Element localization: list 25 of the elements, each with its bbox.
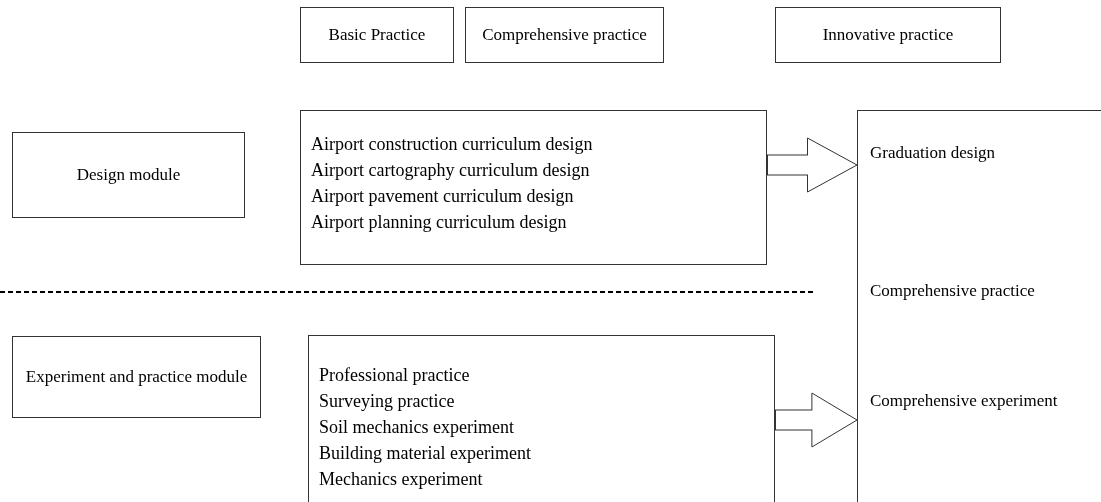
list-item: Graduation design: [870, 142, 997, 164]
list-item: Soil mechanics experiment: [319, 416, 515, 439]
list-item: Surveying practice: [319, 390, 456, 413]
list-item: Building material experiment: [319, 442, 532, 465]
column-header: [465, 7, 664, 63]
box-label: Experiment and practice module: [24, 367, 249, 387]
list-item: Comprehensive experiment: [870, 390, 1059, 412]
list-item: Airport construction curriculum design: [311, 133, 594, 156]
list-item: Mechanics experiment: [319, 468, 484, 491]
box-label: Comprehensive practice: [481, 25, 648, 45]
list-item: Professional practice: [319, 364, 471, 387]
course-list-box: [300, 110, 767, 265]
list-item: Airport cartography curriculum design: [311, 159, 591, 182]
column-header: [300, 7, 454, 63]
list-item: Comprehensive practice: [870, 280, 1036, 302]
innovative-practice-panel: [857, 110, 1101, 502]
box-label: Basic Practice: [327, 25, 427, 45]
box-label: Innovative practice: [821, 25, 955, 45]
course-list-box: [308, 335, 775, 502]
list-item: Airport pavement curriculum design: [311, 185, 575, 208]
module-box: [12, 132, 245, 218]
box-label: Design module: [75, 165, 182, 185]
column-header: [775, 7, 1001, 63]
module-box: [12, 336, 261, 418]
list-item: Airport planning curriculum design: [311, 211, 568, 234]
